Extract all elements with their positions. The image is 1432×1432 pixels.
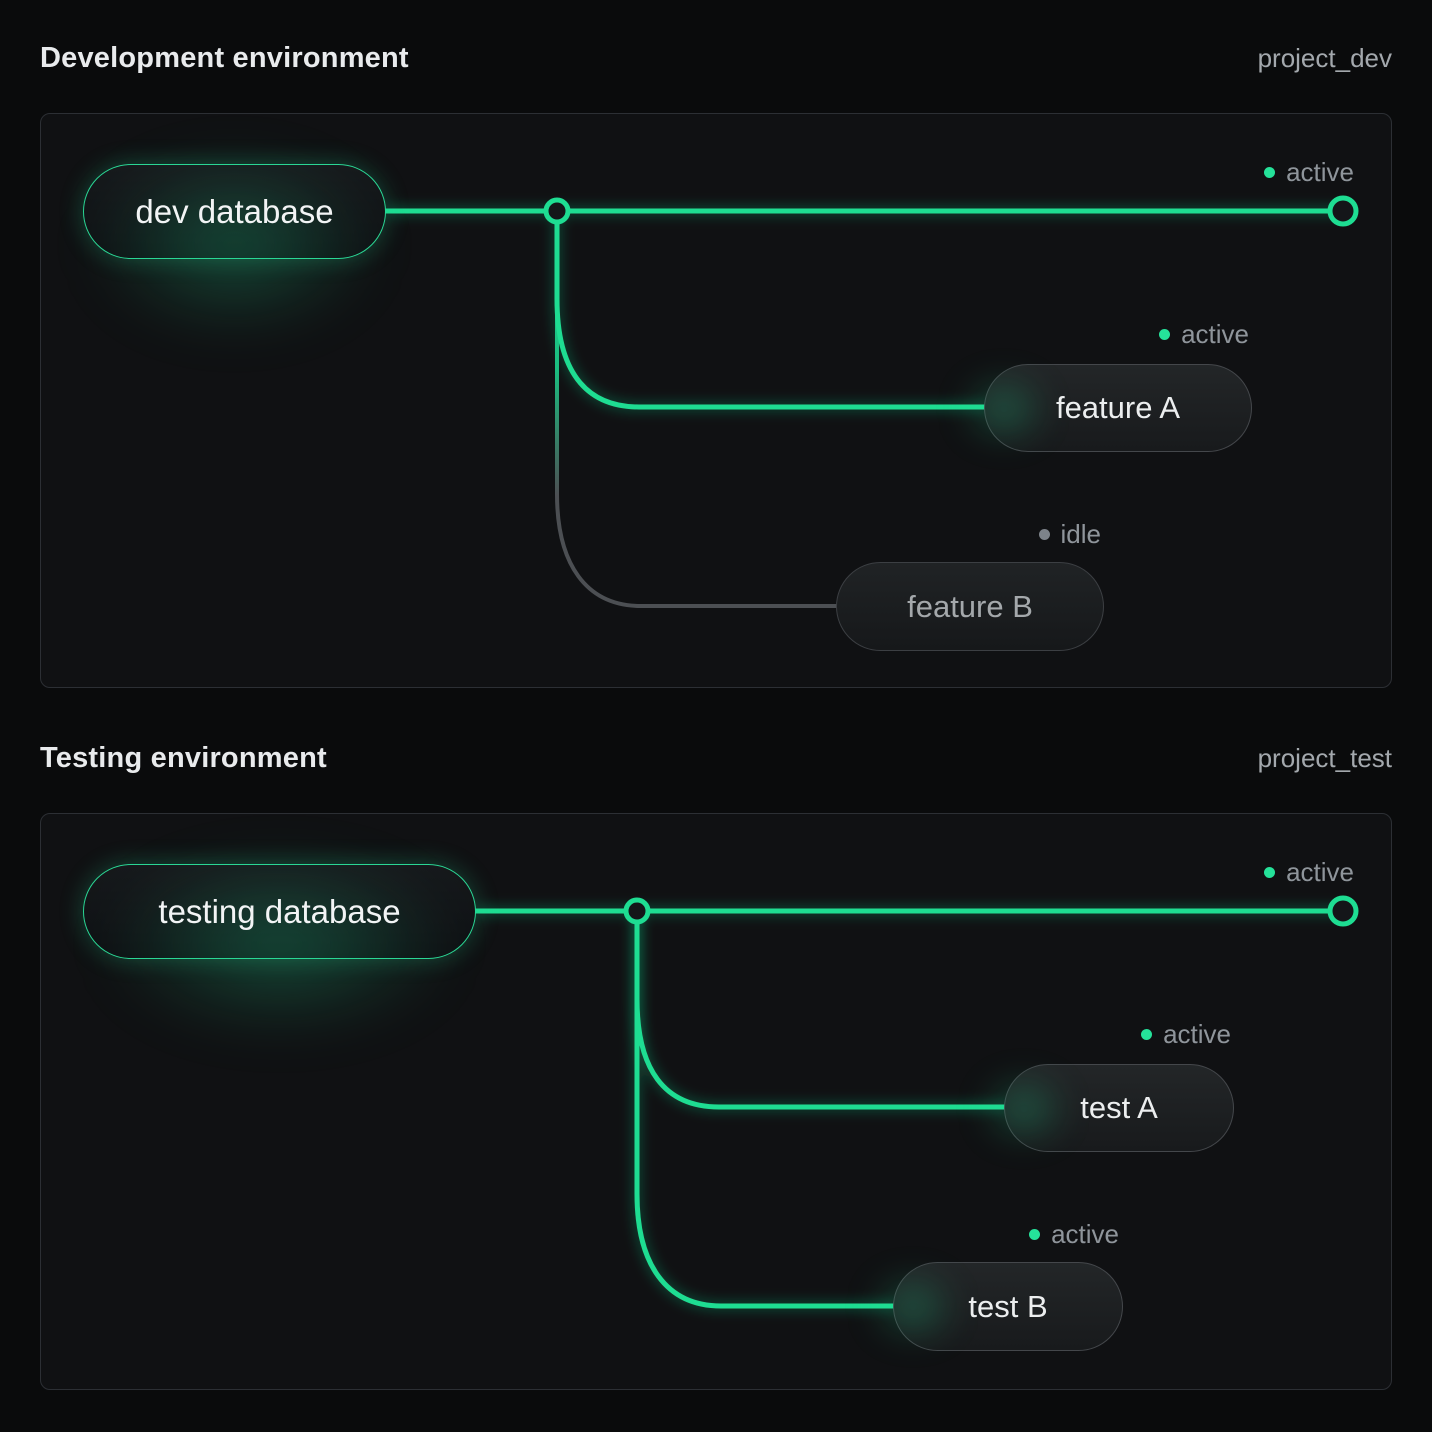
test-branch-end-icon	[1327, 895, 1359, 927]
test-project-label: project_test	[1257, 743, 1392, 773]
dev-main-status-badge: active	[1264, 154, 1354, 190]
dev-project-label: project_dev	[1257, 43, 1392, 73]
testing-database-node[interactable]: testing database	[83, 864, 476, 959]
dev-branch-lines	[383, 195, 1359, 608]
status-label: active	[1286, 857, 1354, 887]
dev-branch-node-icon	[543, 197, 571, 225]
test-env-title: Testing environment	[40, 742, 327, 774]
feature-b-label: feature B	[907, 588, 1033, 624]
test-a-branch-node[interactable]: test A	[1004, 1064, 1234, 1152]
active-status-dot-icon	[1264, 166, 1276, 178]
test-main-status-badge: active	[1264, 854, 1354, 890]
test-branch-node-icon	[623, 897, 651, 925]
feature-b-branch-node[interactable]: feature B	[836, 562, 1104, 651]
test-b-label: test B	[968, 1288, 1048, 1324]
test-b-branch-node[interactable]: test B	[893, 1262, 1123, 1351]
dev-database-node[interactable]: dev database	[83, 164, 386, 259]
dev-database-label: dev database	[135, 192, 334, 230]
dev-env-title: Development environment	[40, 42, 409, 74]
dev-env-header: Development environment project_dev	[40, 42, 1392, 75]
feature-b-status-badge: idle	[1038, 516, 1101, 552]
active-status-dot-icon	[1029, 1228, 1041, 1240]
testing-database-label: testing database	[158, 892, 401, 930]
test-branch-lines	[473, 895, 1359, 1311]
status-label: active	[1051, 1219, 1119, 1249]
status-label: active	[1181, 319, 1249, 349]
test-a-status-badge: active	[1141, 1016, 1231, 1052]
test-branch-line-test-a	[634, 908, 1010, 1110]
dev-branch-line-feature-b	[555, 209, 841, 608]
dev-env-panel: active dev database active feature A idl…	[40, 113, 1392, 688]
status-label: active	[1286, 157, 1354, 187]
active-status-dot-icon	[1159, 328, 1171, 340]
test-env-panel: active testing database active test A ac…	[40, 813, 1392, 1390]
dev-branch-line-feature-a	[554, 208, 990, 410]
feature-a-status-badge: active	[1159, 316, 1249, 352]
feature-a-label: feature A	[1055, 390, 1181, 425]
status-label: idle	[1060, 519, 1101, 549]
dev-branch-end-icon	[1327, 195, 1359, 227]
status-label: active	[1163, 1019, 1231, 1049]
test-branch-line-test-b	[634, 908, 899, 1309]
test-env-header: Testing environment project_test	[40, 742, 1392, 775]
active-status-dot-icon	[1141, 1028, 1153, 1040]
test-a-label: test A	[1080, 1090, 1158, 1125]
idle-status-dot-icon	[1038, 528, 1050, 540]
test-b-status-badge: active	[1029, 1216, 1119, 1252]
feature-a-branch-node[interactable]: feature A	[984, 364, 1252, 452]
active-status-dot-icon	[1264, 866, 1276, 878]
